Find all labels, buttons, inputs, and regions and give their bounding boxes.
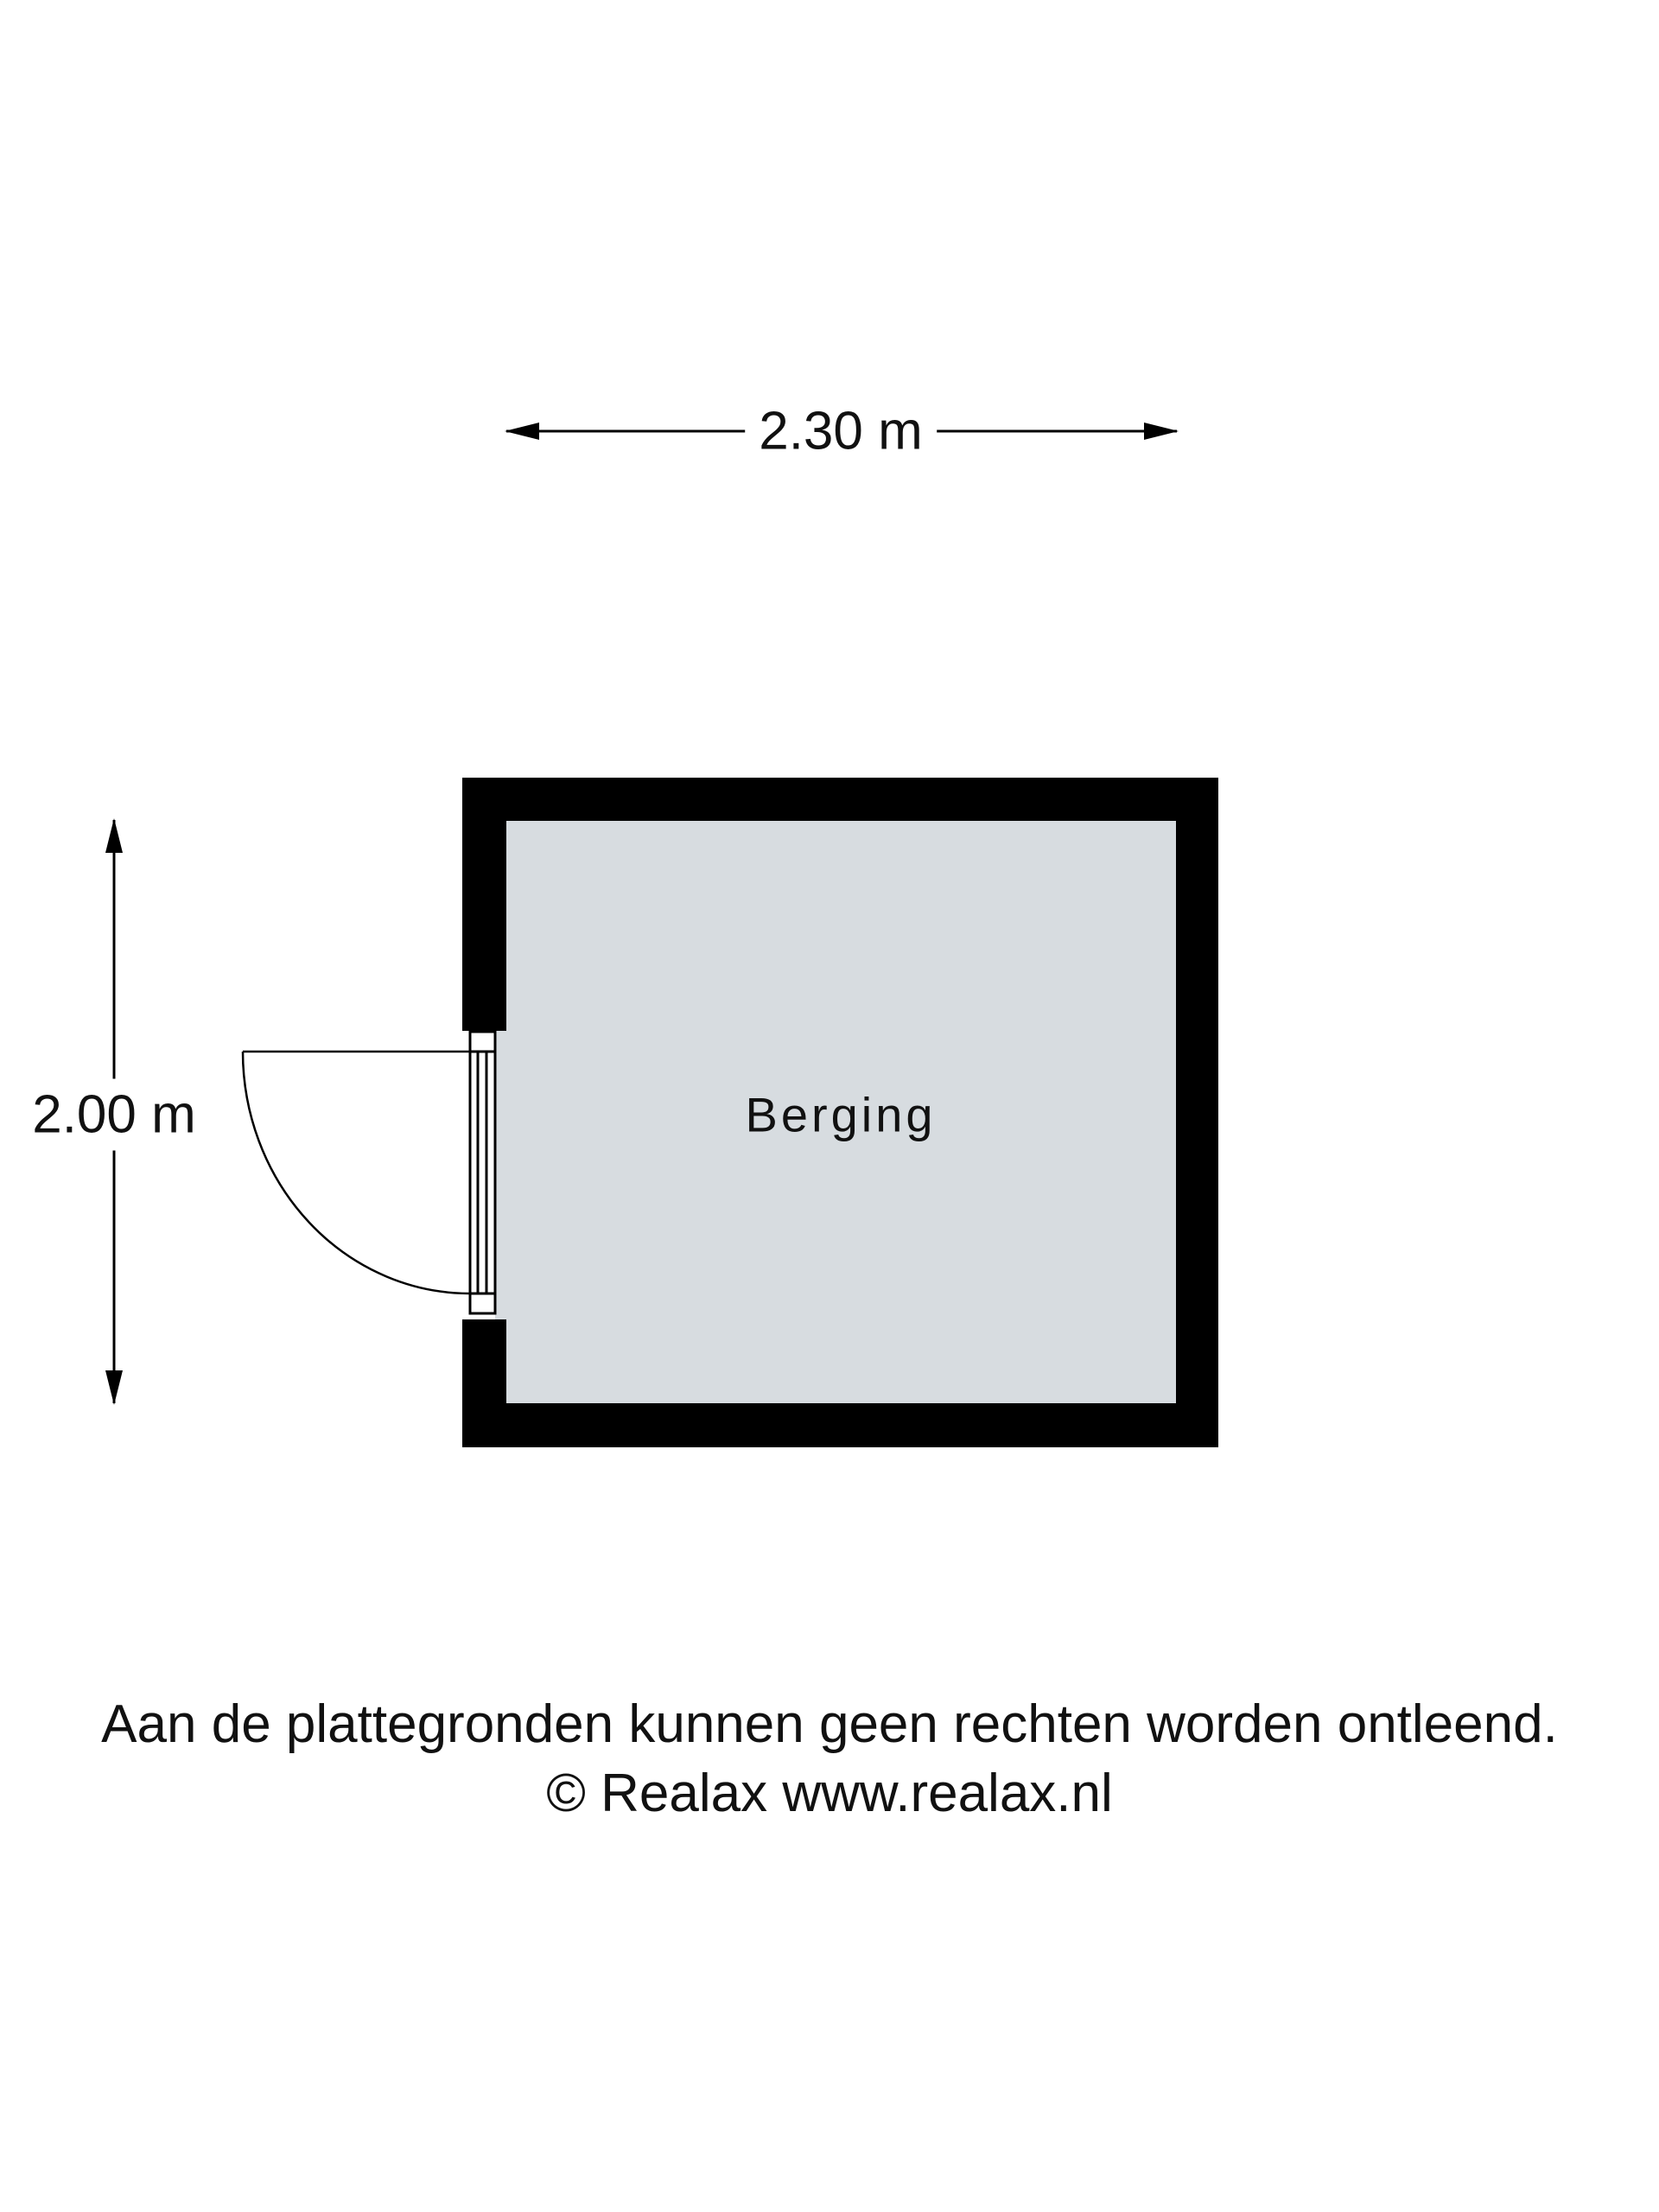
copyright-text: © Realax www.realax.nl [546, 1764, 1113, 1823]
room-walls [462, 778, 1218, 1447]
width-dimension-label: 2.30 m [745, 400, 937, 462]
room-label: Berging [745, 1087, 937, 1142]
disclaimer-text: Aan de plattegronden kunnen geen rechten… [101, 1694, 1558, 1754]
height-dimension-label: 2.00 m [32, 1078, 196, 1151]
door [241, 1030, 497, 1315]
room-floor [506, 821, 1176, 1403]
door-swing-arc [241, 1051, 471, 1295]
